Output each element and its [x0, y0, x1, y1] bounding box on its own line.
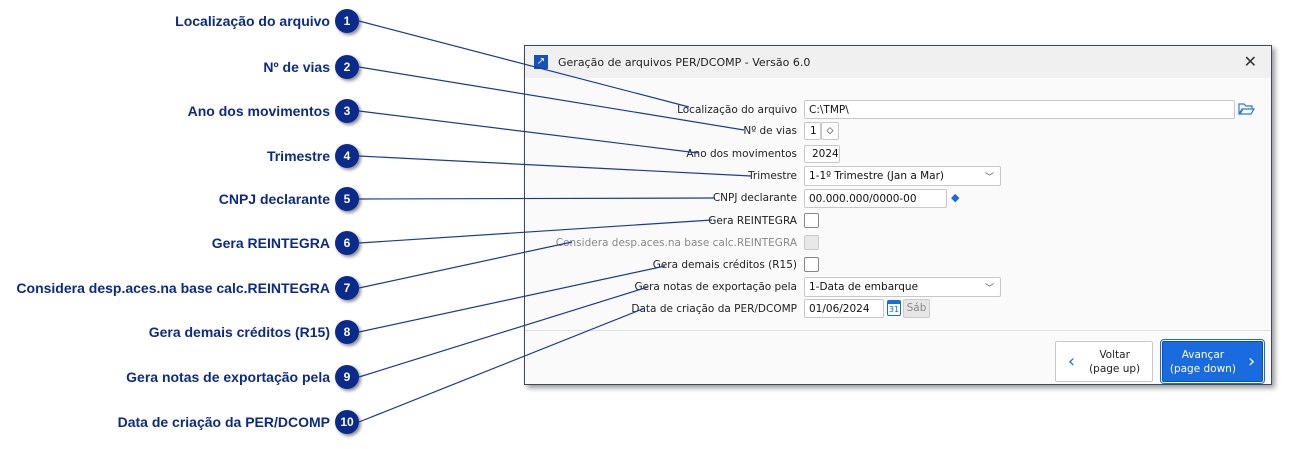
close-icon[interactable]: ✕ [1243, 52, 1257, 71]
next-hint: (page down) [1169, 362, 1236, 375]
next-label: Avançar [1181, 348, 1225, 361]
dialog-window: ↗ Geração de arquivos PER/DCOMP - Versão… [524, 45, 1272, 385]
callout-label: Nº de vias [263, 59, 330, 75]
copies-input[interactable]: 1 [804, 122, 821, 140]
callout-badge: 6 [335, 231, 359, 255]
callout-badge: 8 [335, 320, 359, 344]
cnpj-input[interactable]: 00.000.000/0000-00 [804, 189, 947, 208]
footer-divider [525, 330, 1271, 331]
callout-label: CNPJ declarante [218, 191, 330, 207]
callout-label: Considera desp.aces.na base calc.REINTEG… [16, 280, 330, 296]
export-notes-select[interactable]: 1-Data de embarque ﹀ [804, 277, 1001, 297]
r15-checkbox[interactable] [804, 257, 819, 272]
copies-label: Nº de vias [743, 125, 797, 137]
callout-badge: 5 [335, 187, 359, 211]
title-bar: ↗ Geração de arquivos PER/DCOMP - Versão… [525, 46, 1271, 78]
callout-label: Ano dos movimentos [187, 103, 330, 119]
creation-date-input[interactable]: 01/06/2024 [804, 299, 884, 318]
year-input[interactable]: 2024 [804, 145, 840, 163]
folder-open-icon[interactable] [1238, 102, 1255, 116]
callout-label: Localização do arquivo [175, 13, 330, 29]
consider-label: Considera desp.aces.na base calc.REINTEG… [555, 237, 797, 249]
weekday-badge: Sáb [903, 299, 930, 318]
back-hint: (page up) [1089, 362, 1141, 375]
r15-label: Gera demais créditos (R15) [652, 259, 797, 271]
back-label: Voltar [1099, 348, 1130, 361]
callout-label: Trimestre [266, 148, 330, 164]
creation-date-label: Data de criação da PER/DCOMP [631, 303, 797, 315]
callout-badge: 10 [335, 410, 359, 434]
app-icon: ↗ [534, 55, 548, 69]
location-label: Localização do arquivo [677, 104, 797, 116]
callout-label: Gera REINTEGRA [211, 235, 330, 251]
copies-spinner-icon[interactable]: ◇ [821, 122, 839, 140]
quarter-select[interactable]: 1-1º Trimestre (Jan a Mar) ﹀ [804, 166, 1001, 186]
reintegra-checkbox[interactable] [804, 213, 819, 228]
chevron-right-icon: › [1247, 350, 1256, 372]
location-input[interactable]: C:\TMP\ [804, 100, 1235, 119]
consider-checkbox[interactable] [804, 235, 819, 250]
chevron-down-icon: ﹀ [984, 283, 994, 294]
quarter-value: 1-1º Trimestre (Jan a Mar) [809, 170, 944, 182]
calendar-icon[interactable]: 31 [887, 300, 901, 316]
export-notes-label: Gera notas de exportação pela [634, 281, 797, 293]
callout-badge: 2 [335, 55, 359, 79]
callout-badge: 3 [335, 99, 359, 123]
export-notes-value: 1-Data de embarque [809, 281, 919, 293]
reintegra-label: Gera REINTEGRA [708, 215, 797, 227]
back-button[interactable]: ‹ Voltar(page up) [1055, 341, 1153, 382]
quarter-label: Trimestre [748, 170, 797, 182]
receita-lookup-icon[interactable]: ◆ [951, 191, 960, 204]
year-label: Ano dos movimentos [686, 148, 797, 160]
next-button[interactable]: Avançar(page down) › [1160, 339, 1265, 384]
chevron-down-icon: ﹀ [984, 172, 994, 183]
callout-badge: 7 [335, 276, 359, 300]
callout-label: Gera demais créditos (R15) [148, 324, 330, 340]
callout-badge: 1 [335, 9, 359, 33]
callout-badge: 9 [335, 365, 359, 389]
cnpj-label: CNPJ declarante [712, 192, 797, 204]
dialog-title: Geração de arquivos PER/DCOMP - Versão 6… [558, 55, 811, 69]
callout-label: Data de criação da PER/DCOMP [117, 414, 330, 430]
callout-badge: 4 [335, 144, 359, 168]
chevron-left-icon: ‹ [1067, 350, 1076, 372]
callout-label: Gera notas de exportação pela [126, 369, 330, 385]
